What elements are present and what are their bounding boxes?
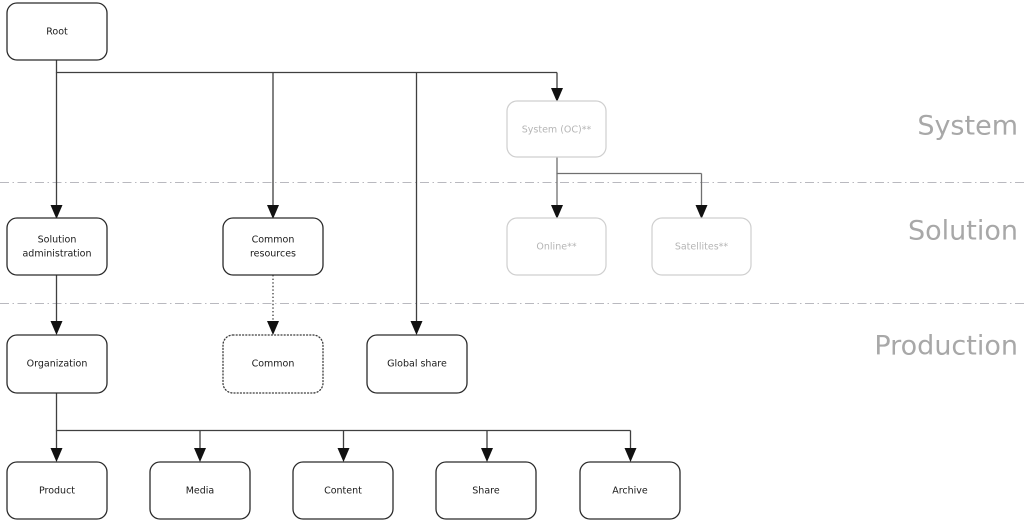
node-solution-administration-label-line1: Solution: [38, 235, 77, 246]
band-label-production: Production: [874, 331, 1018, 362]
node-satellites[interactable]: Satellites**: [651, 217, 752, 276]
node-online-label: Online**: [536, 242, 576, 253]
node-root[interactable]: Root: [6, 2, 108, 61]
node-online[interactable]: Online**: [506, 217, 607, 276]
arrowhead-media: [194, 448, 206, 462]
edge-root-trunk: [55, 60, 557, 74]
node-global-share-box[interactable]: [366, 334, 468, 394]
node-archive-box[interactable]: [579, 461, 681, 520]
edges-layer: [50, 60, 708, 462]
arrowhead-share: [481, 448, 493, 462]
node-solution-administration[interactable]: Solution administration: [6, 217, 108, 276]
arrowhead-satellites: [695, 205, 708, 219]
node-organization[interactable]: Organization: [6, 334, 108, 394]
band-label-solution: Solution: [908, 216, 1018, 247]
node-archive[interactable]: Archive: [579, 461, 681, 520]
band-label-system: System: [917, 111, 1018, 142]
arrowhead-solution-administration: [50, 205, 63, 219]
node-share-label: Share: [472, 486, 500, 497]
node-media[interactable]: Media: [149, 461, 251, 520]
node-system-oc-box[interactable]: [506, 100, 607, 158]
node-content-label: Content: [324, 486, 362, 497]
node-product-box[interactable]: [6, 461, 108, 520]
arrowhead-product: [50, 448, 63, 462]
node-common[interactable]: Common: [222, 334, 324, 394]
arrowhead-global-share: [410, 321, 423, 335]
node-common-box[interactable]: [222, 334, 324, 394]
node-share[interactable]: Share: [435, 461, 537, 520]
node-archive-label: Archive: [612, 486, 648, 497]
node-global-share[interactable]: Global share: [366, 334, 468, 394]
node-satellites-box[interactable]: [651, 217, 752, 276]
node-system-oc-label: System (OC)**: [522, 125, 592, 136]
node-organization-box[interactable]: [6, 334, 108, 394]
arrowhead-common: [267, 321, 279, 335]
node-common-resources-label-line2: resources: [250, 249, 296, 260]
node-common-resources-box[interactable]: [222, 217, 324, 276]
node-product[interactable]: Product: [6, 461, 108, 520]
arrowhead-common-resources: [267, 205, 279, 219]
arrowhead-organization: [50, 321, 63, 335]
node-solution-administration-label-line2: administration: [22, 249, 91, 260]
node-common-label: Common: [252, 359, 295, 370]
node-common-resources[interactable]: Common resources: [222, 217, 324, 276]
node-common-resources-label-line1: Common: [252, 235, 295, 246]
node-root-box[interactable]: [6, 2, 108, 61]
arrowhead-archive: [624, 448, 637, 462]
node-share-box[interactable]: [435, 461, 537, 520]
node-media-box[interactable]: [149, 461, 251, 520]
node-global-share-label: Global share: [387, 359, 447, 370]
arrowhead-content: [337, 448, 350, 462]
edge-organization-trunk: [55, 393, 631, 432]
nodes-layer: Root System (OC)** Solution administrati…: [6, 2, 752, 520]
node-organization-label: Organization: [27, 359, 88, 370]
node-product-label: Product: [39, 486, 75, 497]
arrowhead-system-oc: [551, 88, 563, 102]
node-solution-administration-box[interactable]: [6, 217, 108, 276]
arrowhead-online: [551, 205, 563, 219]
node-content[interactable]: Content: [292, 461, 394, 520]
band-dividers: [0, 181, 1024, 305]
node-system-oc[interactable]: System (OC)**: [506, 100, 607, 158]
node-root-label: Root: [46, 27, 68, 38]
node-content-box[interactable]: [292, 461, 394, 520]
node-satellites-label: Satellites**: [675, 242, 729, 253]
node-online-box[interactable]: [506, 217, 607, 276]
edge-system-oc-trunk: [556, 157, 702, 175]
band-labels-layer: System Solution Production: [874, 111, 1018, 362]
node-media-label: Media: [186, 486, 215, 497]
